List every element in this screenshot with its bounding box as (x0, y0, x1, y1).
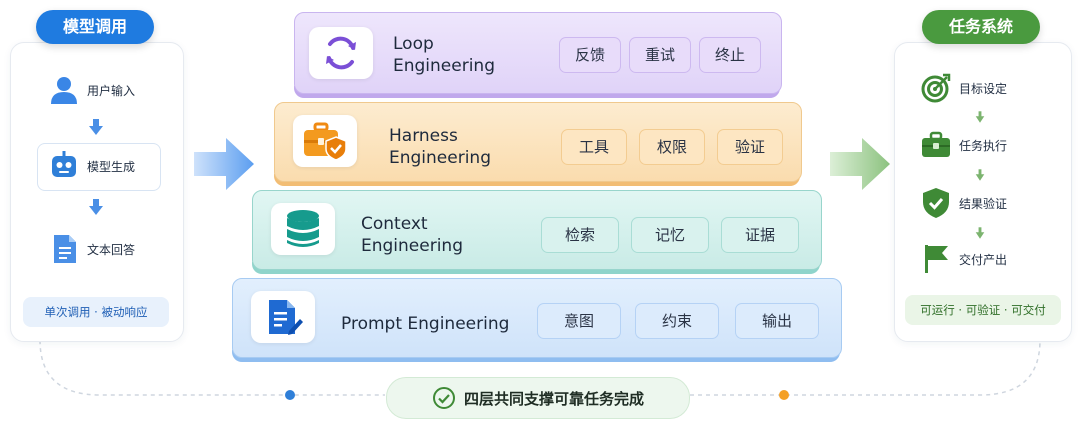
layer-title: Context Engineering (361, 214, 463, 256)
right-step-task-execution: 任务执行 (921, 131, 1007, 159)
left-step-text-answer: 文本回答 (51, 233, 135, 265)
left-step-label: 文本回答 (87, 242, 136, 257)
right-step-label: 交付产出 (959, 252, 1008, 267)
left-step-label: 用户输入 (87, 83, 136, 98)
harness-icon-box (293, 115, 357, 167)
chip: 输出 (735, 303, 819, 339)
right-step-label: 任务执行 (959, 138, 1008, 153)
document-edit-icon (269, 300, 303, 335)
chip: 权限 (639, 129, 705, 165)
connector-dot-orange (779, 390, 789, 400)
down-arrow-icon (89, 199, 103, 215)
shield-check-icon (923, 188, 949, 218)
right-arrow-green-icon (830, 138, 890, 190)
loop-icon-box (309, 27, 373, 79)
right-arrow-blue-icon (194, 138, 254, 190)
right-step-goal-setting: 目标设定 (921, 73, 1007, 103)
target-icon (921, 73, 951, 103)
right-step-delivery-output: 交付产出 (921, 243, 1007, 275)
left-panel-title: 模型调用 (36, 10, 154, 44)
chip: 检索 (541, 217, 619, 253)
down-arrow-icon (975, 169, 985, 181)
briefcase-icon (922, 131, 950, 157)
right-step-label: 结果验证 (959, 196, 1008, 211)
harness-engineering-layer: Harness Engineering 工具 权限 验证 (274, 102, 802, 182)
layer-title: Prompt Engineering (341, 314, 510, 334)
left-step-model-generate: 模型生成 (49, 151, 135, 181)
down-arrow-icon (975, 111, 985, 123)
down-arrow-icon (89, 119, 103, 135)
prompt-icon-box (251, 291, 315, 343)
chip: 工具 (561, 129, 627, 165)
loop-engineering-layer: Loop Engineering 反馈 重试 终止 (294, 12, 782, 94)
check-circle-icon (432, 387, 455, 409)
bottom-summary-label: 四层共同支撑可靠任务完成 (463, 389, 644, 408)
layer-title: Harness Engineering (389, 126, 491, 168)
layer-title: Loop Engineering (393, 34, 495, 76)
left-step-user-input: 用户输入 (49, 75, 135, 105)
chip: 反馈 (559, 37, 621, 73)
chip: 重试 (629, 37, 691, 73)
left-panel-footer: 单次调用 · 被动响应 (23, 297, 169, 327)
right-step-result-verify: 结果验证 (921, 187, 1007, 219)
chip: 约束 (635, 303, 719, 339)
chip: 记忆 (631, 217, 709, 253)
robot-icon (52, 151, 76, 177)
right-panel-footer: 可运行 · 可验证 · 可交付 (905, 295, 1061, 325)
right-panel-title: 任务系统 (922, 10, 1040, 44)
flag-icon (925, 245, 948, 273)
left-panel: 用户输入 模型生成 文本回答 单次调用 · 被动响应 (10, 42, 184, 342)
document-icon (54, 235, 76, 263)
chip: 终止 (699, 37, 761, 73)
user-icon (51, 77, 77, 104)
bottom-summary-pill: 四层共同支撑可靠任务完成 (386, 377, 690, 419)
prompt-engineering-layer: Prompt Engineering 意图 约束 输出 (232, 278, 842, 358)
right-panel: 目标设定 任务执行 结果验证 交付产出 可运行 · 可验证 · 可交付 (894, 42, 1072, 342)
chip: 验证 (717, 129, 783, 165)
connector-dot-blue (285, 390, 295, 400)
chip: 意图 (537, 303, 621, 339)
chip: 证据 (721, 217, 799, 253)
loop-refresh-icon (326, 36, 356, 70)
down-arrow-icon (975, 227, 985, 239)
context-engineering-layer: Context Engineering 检索 记忆 证据 (252, 190, 822, 270)
left-step-label: 模型生成 (87, 159, 136, 174)
right-step-label: 目标设定 (959, 81, 1008, 96)
database-icon (287, 210, 319, 247)
toolbox-shield-icon (304, 122, 347, 161)
context-icon-box (271, 203, 335, 255)
